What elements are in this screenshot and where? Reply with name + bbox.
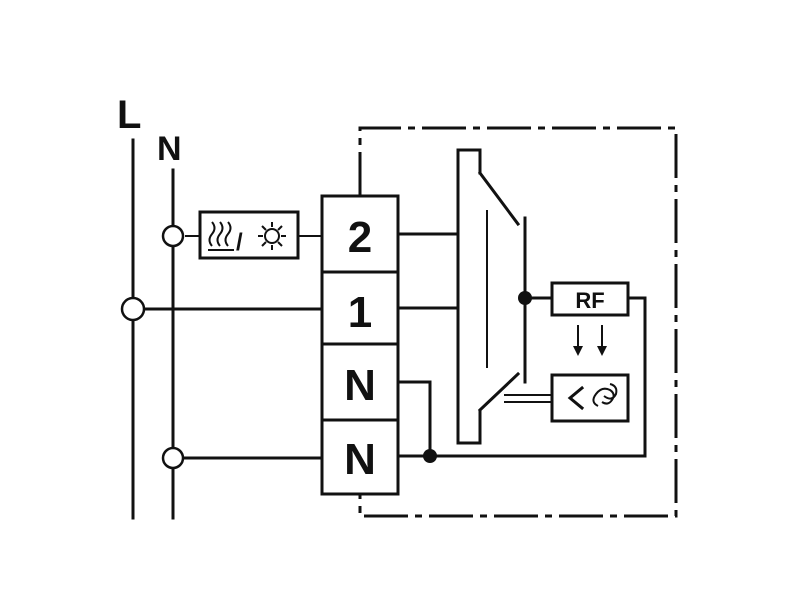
reverse-chevron-icon [567,385,585,411]
junction-neutral-lower [161,446,185,470]
neutral-label: N [157,130,182,168]
connection-points [120,224,532,470]
rf-module: RF [550,281,630,356]
supply-line-L: L [117,93,141,520]
mode-switch: / [198,210,300,260]
terminal-block: 2 1 N N [320,194,400,496]
internal-wiring [396,232,647,458]
fan-icon [592,383,618,407]
node-relay-common [518,291,532,305]
cooling-icon [258,222,286,250]
rf-label: RF [575,288,604,313]
junction-line [120,296,146,322]
mode-separator: / [236,229,243,256]
signal-arrows-icon [573,325,607,356]
housing-outline [358,126,678,518]
terminal-n-lower-label: N [344,435,376,484]
terminal-2-label: 2 [348,213,372,262]
junction-neutral-upper [161,224,185,248]
heating-icon [208,221,234,251]
fan-module [550,373,630,423]
feed-wires [143,235,324,460]
terminal-1-label: 1 [348,288,372,337]
relay-contacts [456,148,554,445]
node-neutral-bridge [423,449,437,463]
terminal-n-upper-label: N [344,361,376,410]
line-label: L [117,93,141,137]
